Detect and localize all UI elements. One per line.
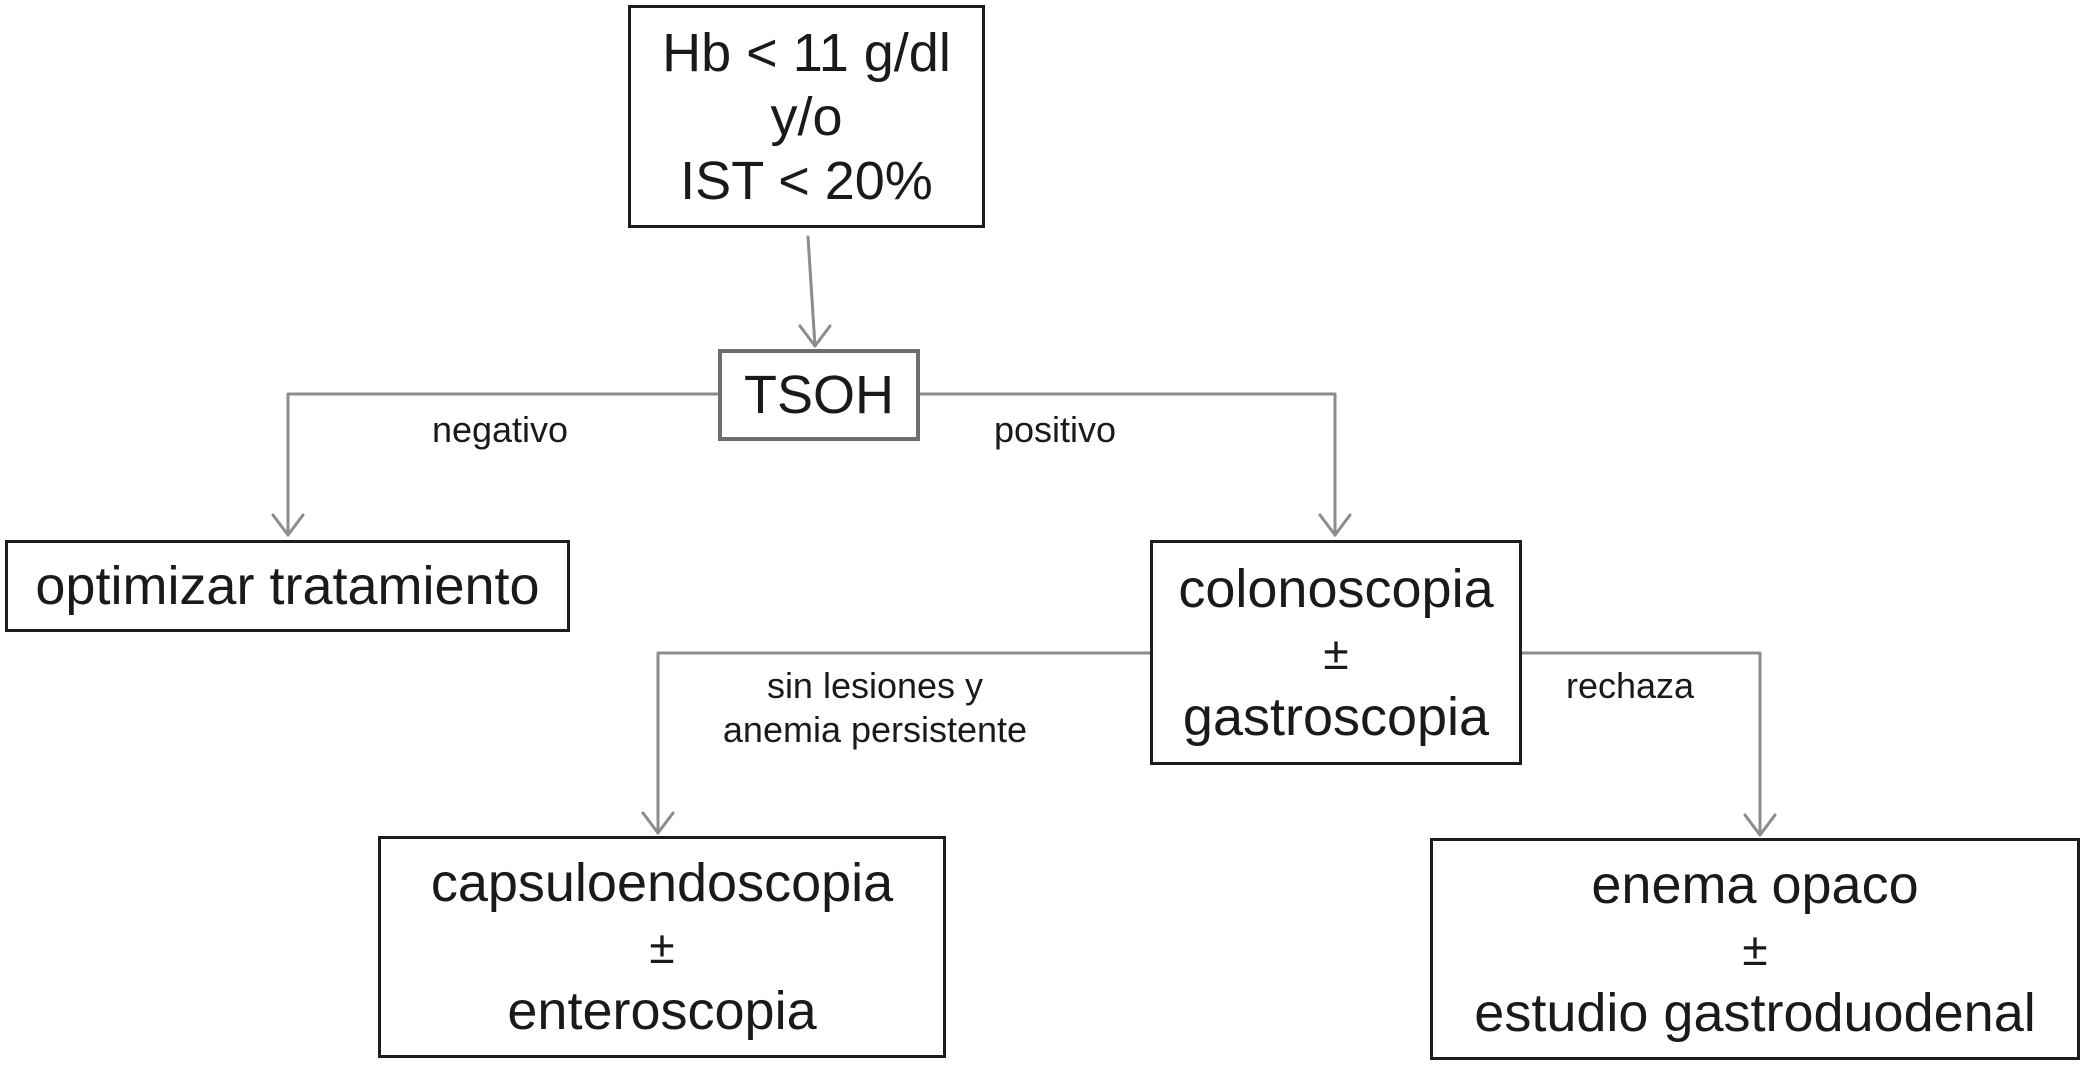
start-criteria-box: Hb < 11 g/dl y/o IST < 20%: [628, 5, 985, 228]
connector-colonoscopy-to-capsule: [656, 651, 1152, 835]
enema-box: enema opaco ± estudio gastroduodenal: [1430, 838, 2080, 1060]
capsule-endoscopy-box: capsuloendoscopia ± enteroscopia: [378, 836, 946, 1058]
arrowhead-enema: [1743, 813, 1777, 837]
arrowhead-colonoscopy: [1318, 513, 1352, 537]
start-line-hemoglobin: Hb < 11 g/dl: [662, 22, 951, 83]
enema-line-3: estudio gastroduodenal: [1474, 983, 2036, 1043]
connector-start-to-tsoh: [806, 235, 817, 348]
start-line-transferrin: IST < 20%: [680, 150, 933, 211]
enema-plus-minus: ±: [1742, 923, 1768, 975]
colonoscopy-line-3: gastroscopia: [1182, 686, 1490, 747]
colonoscopy-line-1: colonoscopia: [1178, 558, 1494, 619]
colonoscopy-box: colonoscopia ± gastroscopia: [1150, 540, 1522, 765]
tsoh-box: TSOH: [718, 349, 920, 441]
capsule-line-3: enteroscopia: [507, 981, 817, 1041]
optimize-treatment-label: optimizar tratamiento: [35, 556, 540, 616]
enema-line-1: enema opaco: [1591, 855, 1919, 915]
arrowhead-optimize: [271, 513, 305, 537]
optimize-treatment-box: optimizar tratamiento: [5, 540, 570, 632]
tsoh-label: TSOH: [743, 365, 894, 425]
colonoscopy-plus-minus: ±: [1323, 626, 1349, 679]
arrowhead-tsoh: [798, 324, 832, 348]
start-line-and-or: y/o: [770, 86, 843, 147]
edge-label-refuses: rechaza: [1565, 665, 1695, 706]
edge-label-negative: negativo: [431, 409, 569, 450]
capsule-line-1: capsuloendoscopia: [430, 853, 894, 913]
edge-label-no-lesions-line-1: sin lesiones y: [766, 665, 984, 706]
edge-label-positive: positivo: [993, 409, 1117, 450]
capsule-plus-minus: ±: [649, 921, 675, 973]
edge-label-no-lesions-line-2: anemia persistente: [722, 709, 1028, 750]
connector-tsoh-to-optimize: [286, 392, 720, 537]
edge-label-no-lesions: sin lesiones y anemia persistente: [680, 664, 1070, 752]
connector-colonoscopy-to-enema: [1520, 651, 1762, 837]
arrowhead-capsule: [641, 811, 675, 835]
connector-tsoh-to-colonoscopy: [918, 392, 1337, 537]
